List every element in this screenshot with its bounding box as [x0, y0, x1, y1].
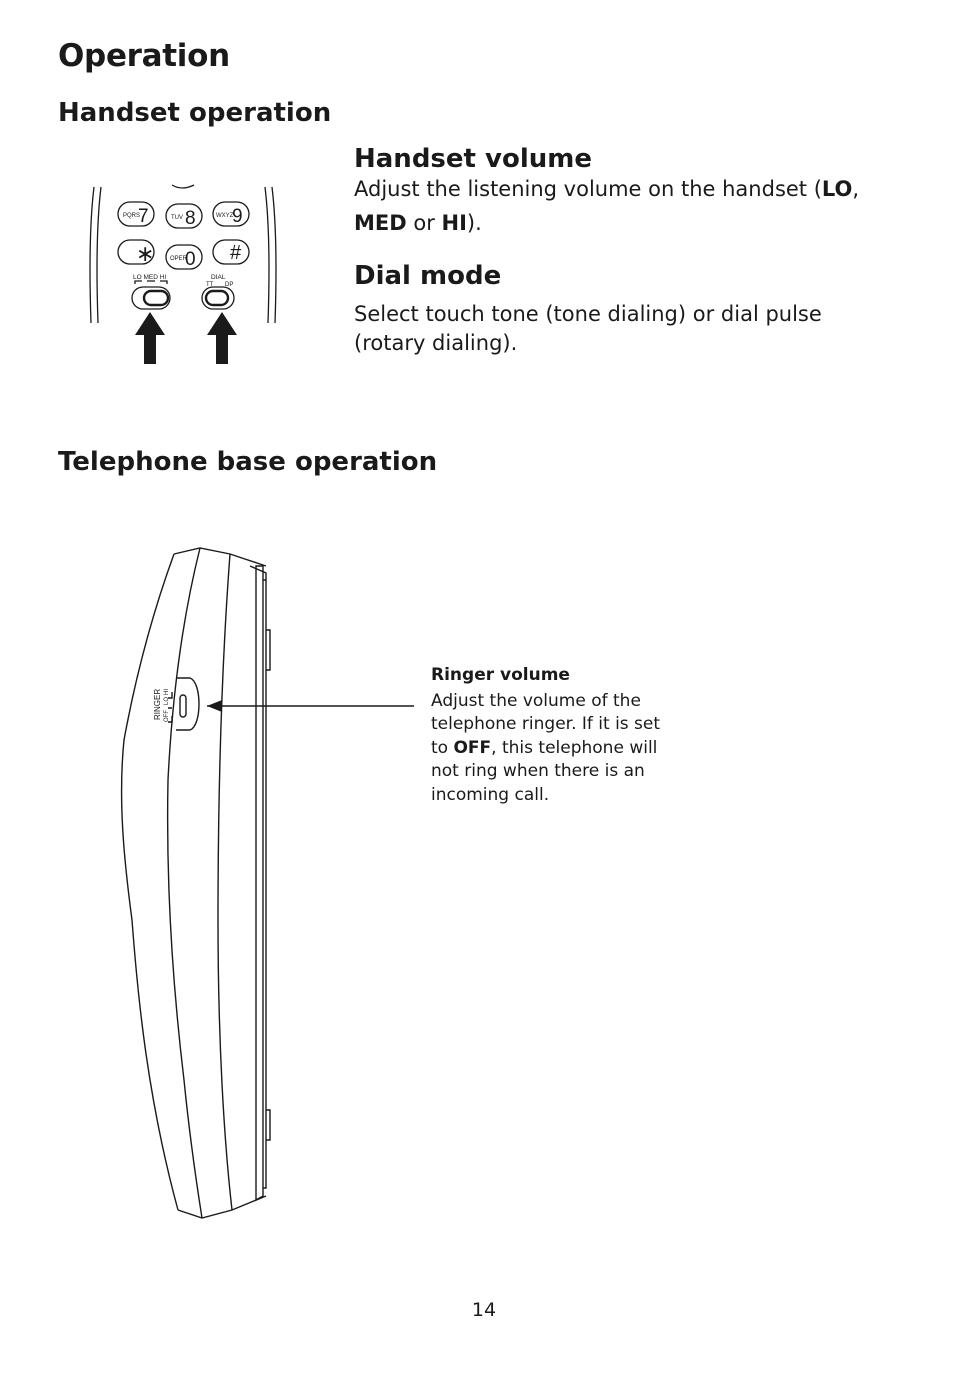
- ringer-volume-callout-arrow: [207, 700, 414, 712]
- page-number: 14: [471, 1299, 497, 1321]
- volume-switch-arrow: [135, 312, 165, 364]
- svg-text:RINGER: RINGER: [153, 689, 162, 720]
- svg-text:∗: ∗: [136, 241, 154, 266]
- svg-text:LO MED HI: LO MED HI: [133, 274, 166, 281]
- dial-mode-description: Select touch tone (tone dialing) or dial…: [354, 302, 822, 355]
- telephone-base-operation-heading: Telephone base operation: [58, 447, 438, 477]
- ringer-volume-title: Ringer volume: [431, 665, 570, 685]
- svg-text:0: 0: [185, 249, 196, 270]
- dial-switch-arrow: [207, 312, 237, 364]
- page-title: Operation: [58, 38, 230, 74]
- handset-keypad-illustration: PQRS 7 TUV 8 WXYZ 9 ∗ OPER 0 # LO MED HI…: [89, 184, 277, 364]
- svg-text:WXYZ: WXYZ: [216, 213, 234, 219]
- svg-text:#: #: [230, 242, 242, 264]
- svg-text:OPER: OPER: [170, 256, 188, 262]
- svg-text:LO: LO: [164, 697, 170, 705]
- svg-text:DP: DP: [225, 282, 233, 288]
- handset-operation-heading: Handset operation: [58, 98, 332, 128]
- ringer-volume-description: Adjust the volume of the telephone ringe…: [431, 691, 661, 805]
- handset-volume-heading: Handset volume: [354, 144, 592, 174]
- svg-text:9: 9: [232, 206, 243, 227]
- svg-text:TT: TT: [206, 282, 214, 288]
- svg-text:DIAL: DIAL: [211, 274, 226, 281]
- telephone-base-side-illustration: RINGER OFF LO HI: [120, 547, 414, 1219]
- ringer-switch-labels: RINGER OFF LO HI: [153, 689, 170, 722]
- svg-text:8: 8: [185, 208, 196, 229]
- keypad-labels: PQRS 7 TUV 8 WXYZ 9 ∗ OPER 0 # LO MED HI…: [123, 206, 243, 288]
- svg-text:7: 7: [138, 206, 149, 227]
- svg-text:HI: HI: [164, 689, 170, 695]
- svg-text:TUV: TUV: [171, 215, 183, 221]
- svg-text:PQRS: PQRS: [123, 213, 140, 219]
- dial-mode-heading: Dial mode: [354, 261, 502, 291]
- handset-volume-description: Adjust the listening volume on the hands…: [354, 177, 860, 235]
- svg-text:OFF: OFF: [164, 710, 170, 722]
